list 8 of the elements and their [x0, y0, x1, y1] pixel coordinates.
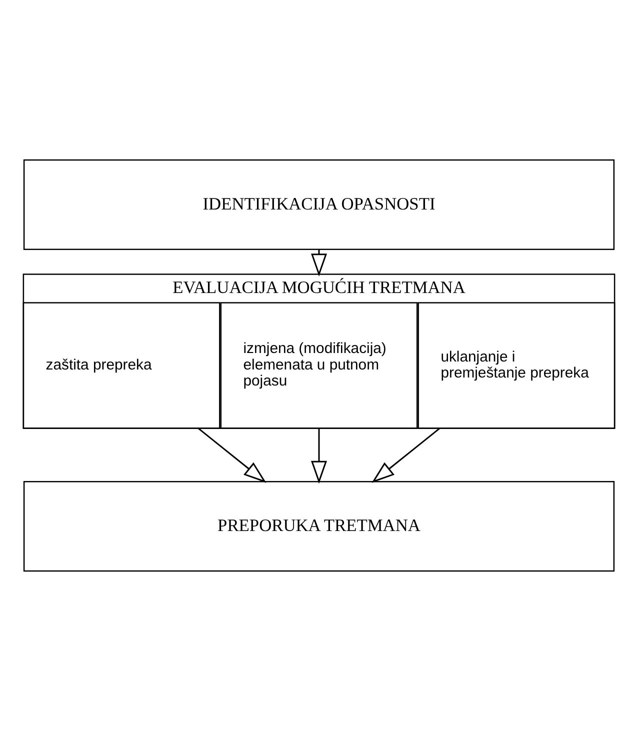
arrow	[198, 428, 266, 483]
node-box: uklanjanje i premještanje prepreka	[418, 302, 616, 429]
node-box: PREPORUKA TRETMANA	[23, 481, 615, 572]
node-box: IDENTIFIKACIJA OPASNOSTI	[23, 159, 615, 250]
arrow	[372, 428, 440, 483]
node-box: izmjena (modifikacija) elemenata u putnom pojasu	[220, 302, 418, 429]
arrow	[311, 428, 327, 484]
node-box: zaštita prepreka	[22, 302, 220, 429]
